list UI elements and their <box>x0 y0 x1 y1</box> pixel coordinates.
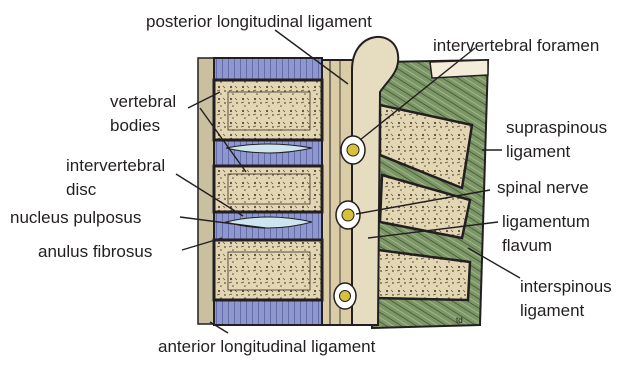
label-posterior-longitudinal-ligament: posterior longitudinal ligament <box>146 12 372 32</box>
label-vertebral-bodies-line1: vertebral <box>110 92 176 112</box>
label-supraspinous-ligament-line2: ligament <box>506 142 570 162</box>
label-ligamentum-flavum-line1: ligamentum <box>502 212 590 232</box>
label-interspinous-ligament-line1: interspinous <box>520 277 612 297</box>
label-intervertebral-disc-line2: disc <box>66 180 96 200</box>
artist-initials: td <box>456 316 463 326</box>
anterior-longitudinal-ligament-strip <box>198 58 214 324</box>
label-intervertebral-disc-line1: intervertebral <box>66 156 165 176</box>
vertebral-bodies <box>214 80 322 300</box>
label-anterior-longitudinal-ligament: anterior longitudinal ligament <box>158 337 375 357</box>
label-interspinous-ligament-line2: ligament <box>520 301 584 321</box>
label-anulus-fibrosus: anulus fibrosus <box>38 242 152 262</box>
label-spinal-nerve: spinal nerve <box>497 178 589 198</box>
label-nucleus-pulposus: nucleus pulposus <box>10 208 141 228</box>
label-supraspinous-ligament-line1: supraspinous <box>506 118 607 138</box>
label-ligamentum-flavum-line2: flavum <box>502 236 552 256</box>
label-vertebral-bodies-line2: bodies <box>110 116 160 136</box>
label-intervertebral-foramen: intervertebral foramen <box>433 36 599 56</box>
